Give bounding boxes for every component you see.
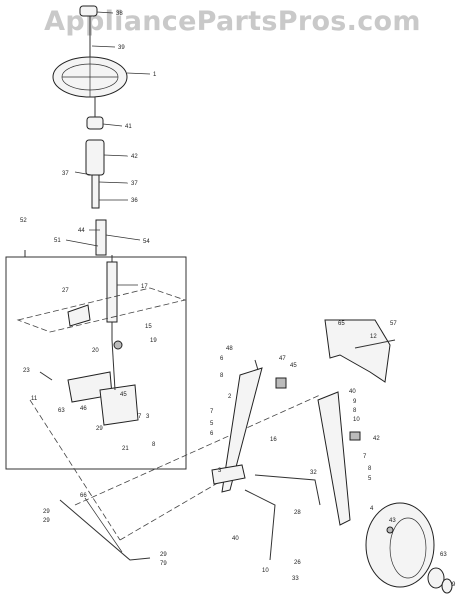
callout-2: 2 [228,394,232,400]
callout-42b: 42 [373,436,380,442]
callout-45: 45 [120,392,127,398]
callout-29c: 29 [43,518,50,524]
callout-46: 46 [80,406,87,412]
callout-5a: 5 [210,421,214,427]
front-wheel [365,502,453,594]
callout-4: 4 [370,506,374,512]
right-spindle [275,319,396,526]
leader-lines [65,11,151,286]
callout-8b: 8 [220,373,224,379]
callout-39: 39 [118,45,125,51]
callout-45b: 45 [290,363,297,369]
callout-52: 52 [20,218,27,224]
callout-9b: 9 [452,582,456,588]
callout-37b: 37 [131,181,138,187]
callout-40b: 40 [232,536,239,542]
callout-23: 23 [23,368,30,374]
callout-7b: 7 [210,409,214,415]
callout-3a: 3 [146,414,150,420]
callout-66: 66 [80,493,87,499]
callout-12: 12 [370,334,377,340]
callout-57: 57 [390,321,397,327]
callout-42: 42 [131,154,138,160]
callout-33: 33 [292,576,299,582]
callout-79: 79 [160,561,167,567]
linkage [29,394,321,561]
callout-8d: 8 [368,466,372,472]
callout-17: 17 [141,284,148,290]
callout-21: 21 [122,446,129,452]
callout-29a: 29 [96,426,103,432]
callout-38: 38 [116,11,123,17]
callout-43: 43 [389,518,396,524]
callout-9a: 9 [353,399,357,405]
callout-7a: 7 [138,414,142,420]
callout-6a: 6 [220,356,224,362]
callouts: 38 39 1 41 42 37 37 36 52 44 51 54 17 27… [20,11,456,588]
callout-47: 47 [279,356,286,362]
callout-26: 26 [294,560,301,566]
callout-36: 36 [131,198,138,204]
callout-16: 16 [270,437,277,443]
callout-19: 19 [150,338,157,344]
callout-3b: 3 [218,468,222,474]
sub-assembly-box [5,250,187,470]
callout-48: 48 [226,346,233,352]
callout-10a: 10 [353,417,360,423]
callout-27: 27 [62,288,69,294]
steering-column [85,97,118,340]
callout-40a: 40 [349,389,356,395]
callout-6b: 6 [210,431,214,437]
callout-63: 63 [58,408,65,414]
callout-29b: 29 [43,509,50,515]
callout-29d: 29 [160,552,167,558]
callout-7c: 7 [363,454,367,460]
callout-44: 44 [78,228,85,234]
callout-28: 28 [294,510,301,516]
callout-15: 15 [145,324,152,330]
callout-54: 54 [143,239,150,245]
callout-32: 32 [310,470,317,476]
callout-11: 11 [31,396,38,402]
callout-1: 1 [153,72,157,78]
callout-65: 65 [338,321,345,327]
callout-8c: 8 [353,408,357,414]
callout-41: 41 [125,124,132,130]
callout-5b: 5 [368,476,372,482]
callout-8a: 8 [152,442,156,448]
callout-10b: 10 [262,568,269,574]
callout-37a: 37 [62,171,69,177]
callout-51: 51 [54,238,61,244]
left-spindle [211,359,263,493]
watermark: AppliancePartsPros.com [44,6,421,37]
callout-63b: 63 [440,552,447,558]
steering-wheel [52,5,128,98]
callout-20: 20 [92,348,99,354]
